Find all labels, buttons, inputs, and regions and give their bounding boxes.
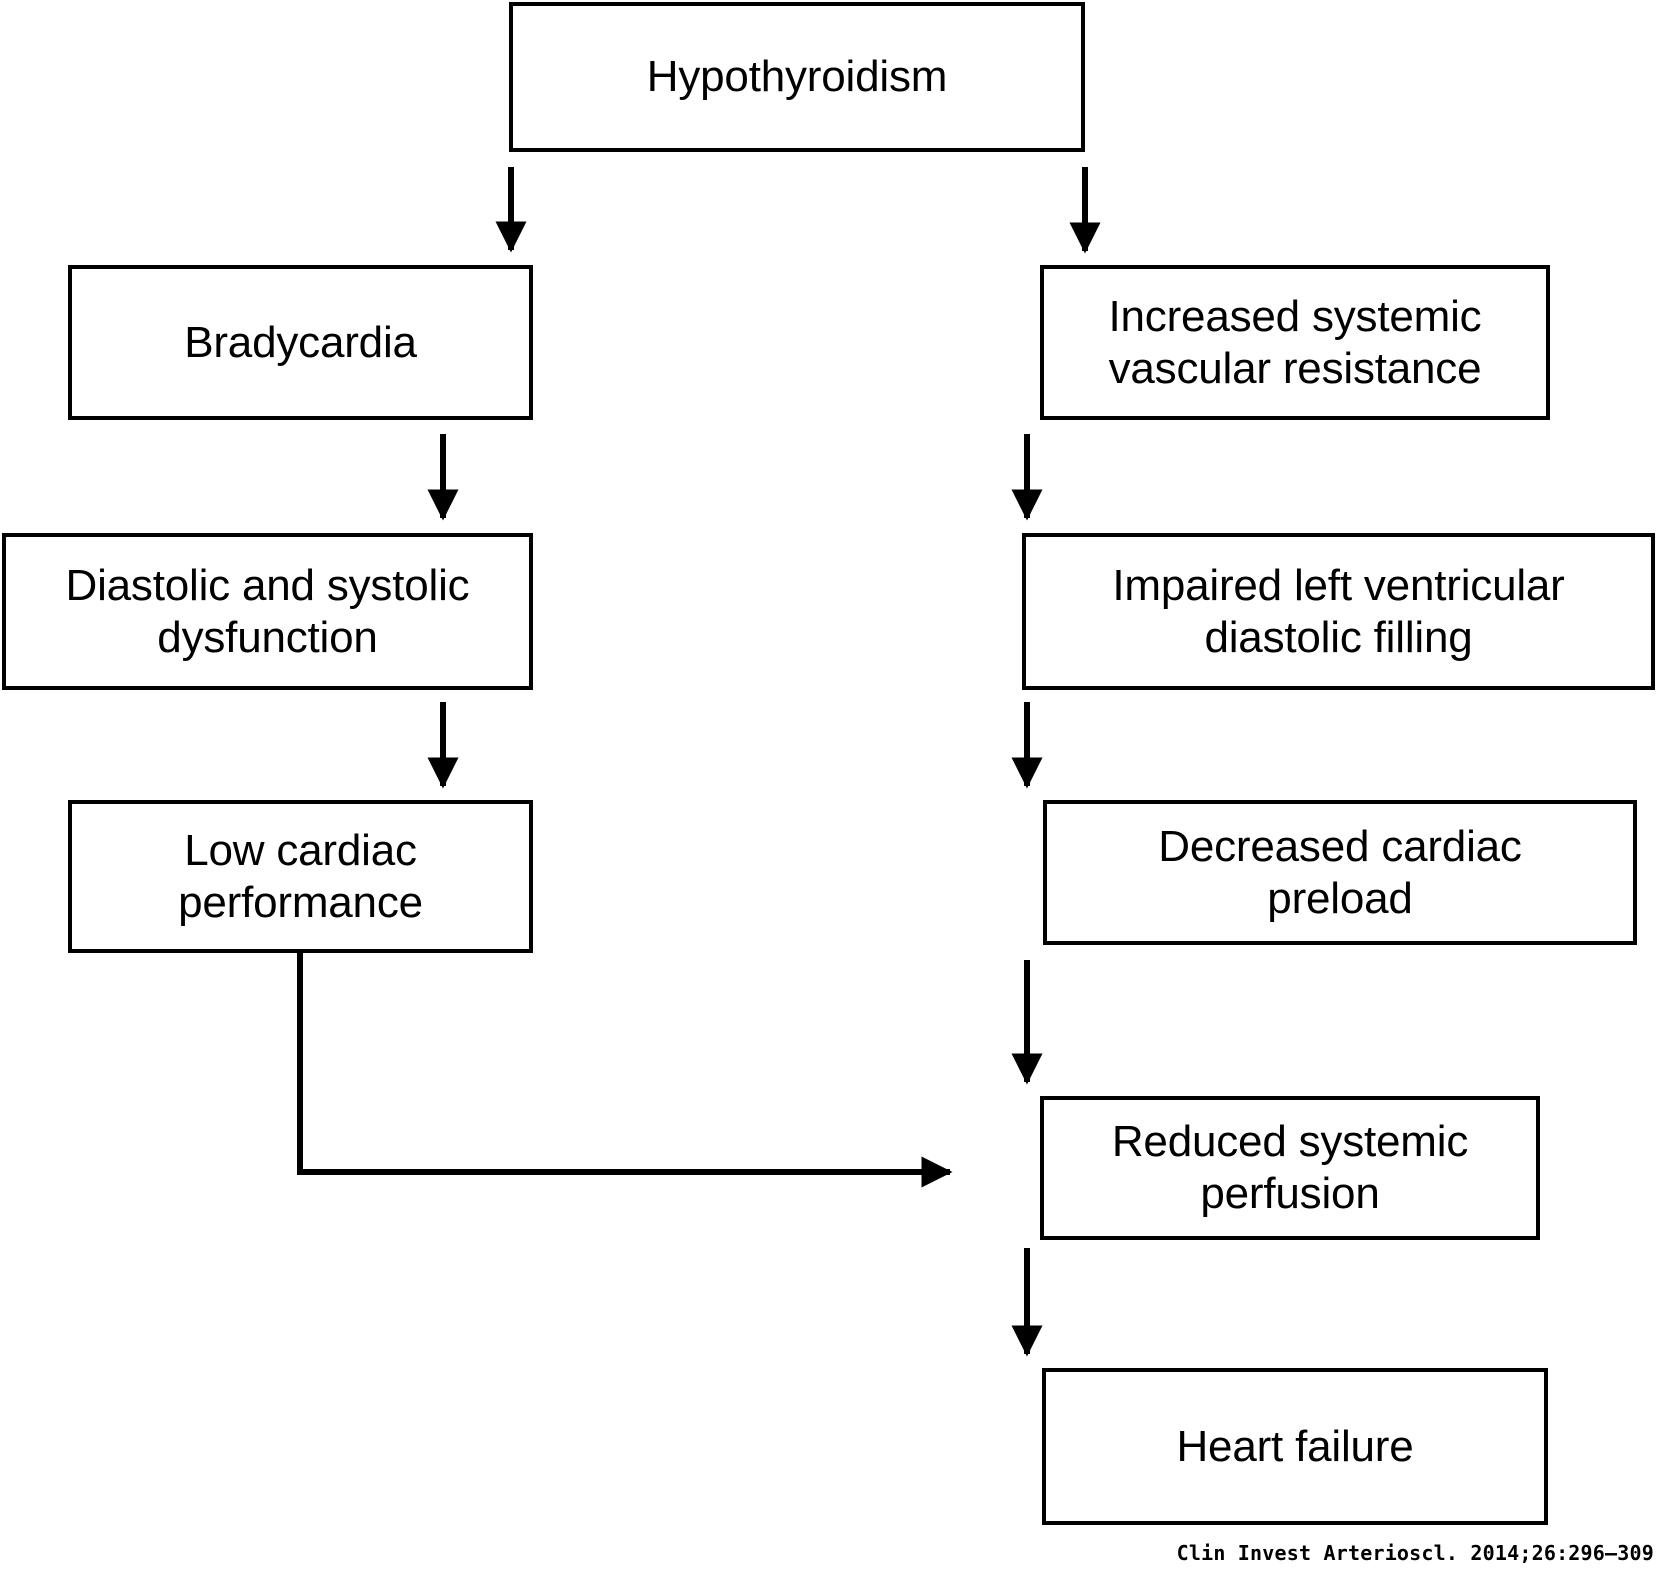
node-hypothyroidism[interactable]: Hypothyroidism (509, 2, 1085, 152)
node-diastolic-and-systolic-dysfunction[interactable]: Diastolic and systolic dysfunction (2, 533, 533, 690)
node-impaired-left-ventricular-diastolic-filling[interactable]: Impaired left ventricular diastolic fill… (1022, 533, 1655, 690)
node-increased-systemic-vascular-resistance[interactable]: Increased systemic vascular resistance (1040, 265, 1550, 420)
node-impaired-left-ventricular-diastolic-filling-label: Impaired left ventricular diastolic fill… (1112, 560, 1565, 662)
node-hypothyroidism-label: Hypothyroidism (646, 52, 948, 102)
source-citation: Clin Invest Arterioscl. 2014;26:296–309 (1176, 1541, 1654, 1565)
node-decreased-cardiac-preload-label: Decreased cardiac preload (1158, 821, 1522, 923)
edge-low-performance-to-reduced-perfusion (297, 953, 953, 1188)
node-heart-failure-label: Heart failure (1176, 1421, 1414, 1471)
node-low-cardiac-performance-label: Low cardiac performance (178, 825, 423, 927)
node-diastolic-and-systolic-dysfunction-label: Diastolic and systolic dysfunction (65, 560, 470, 662)
node-reduced-systemic-perfusion-label: Reduced systemic perfusion (1111, 1117, 1469, 1218)
node-reduced-systemic-perfusion[interactable]: Reduced systemic perfusion (1040, 1096, 1540, 1240)
node-decreased-cardiac-preload[interactable]: Decreased cardiac preload (1043, 800, 1637, 945)
node-bradycardia-label: Bradycardia (184, 317, 417, 367)
node-heart-failure[interactable]: Heart failure (1042, 1368, 1548, 1525)
node-increased-systemic-vascular-resistance-label: Increased systemic vascular resistance (1108, 291, 1482, 393)
node-bradycardia[interactable]: Bradycardia (68, 265, 533, 420)
node-low-cardiac-performance[interactable]: Low cardiac performance (68, 800, 533, 953)
